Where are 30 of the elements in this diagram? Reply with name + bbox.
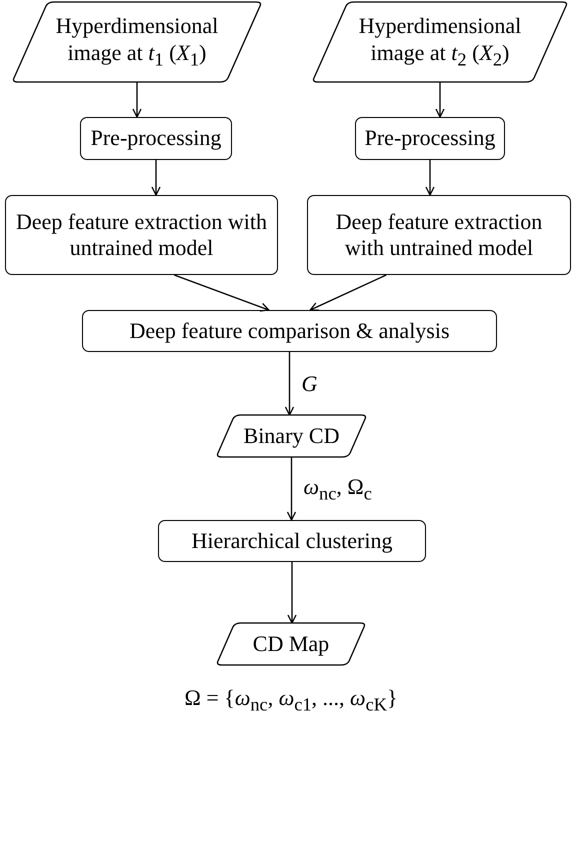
- node-text: Pre-processing: [90, 125, 222, 152]
- arrow: [284, 352, 294, 416]
- arrow: [310, 274, 386, 311]
- node-caption: Ω = {ω$_{nc}$, ω$_{c1}$, ..., ω$_{cK}$}: [184, 685, 398, 716]
- parallelogram-node: [12, 2, 262, 82]
- arrow: [287, 562, 297, 624]
- parallelogram-node: [312, 2, 568, 82]
- node-text: Pre-processing: [364, 125, 496, 152]
- process-box: [82, 310, 497, 352]
- node-text: Deep feature extraction with untrained model: [14, 208, 268, 262]
- arrow: [151, 160, 161, 196]
- process-box: [158, 520, 426, 562]
- arrow: [132, 82, 142, 118]
- node-text: Deep feature comparison & analysis: [128, 318, 451, 344]
- node-text: Hierarchical clustering: [190, 528, 394, 554]
- node-text: Hyperdimensional image at t$_{1}$ (X$_{1}$): [54, 13, 220, 71]
- process-box: [355, 117, 505, 160]
- process-box: [80, 117, 232, 160]
- node-text: CD Map: [252, 630, 330, 658]
- arrow: [425, 160, 435, 196]
- parallelogram-node: [216, 623, 366, 665]
- node-text: Binary CD: [242, 422, 340, 450]
- node-text: Deep feature extraction with untrained model: [334, 208, 544, 262]
- node-text: Hyperdimensional image at t$_{2}$ (X$_{2}$): [358, 13, 522, 71]
- parallelogram-node: [216, 415, 367, 457]
- process-box: [307, 195, 571, 275]
- arrow: [435, 82, 445, 118]
- arrow: [286, 457, 296, 521]
- arrow: [174, 274, 270, 312]
- process-box: [5, 195, 278, 275]
